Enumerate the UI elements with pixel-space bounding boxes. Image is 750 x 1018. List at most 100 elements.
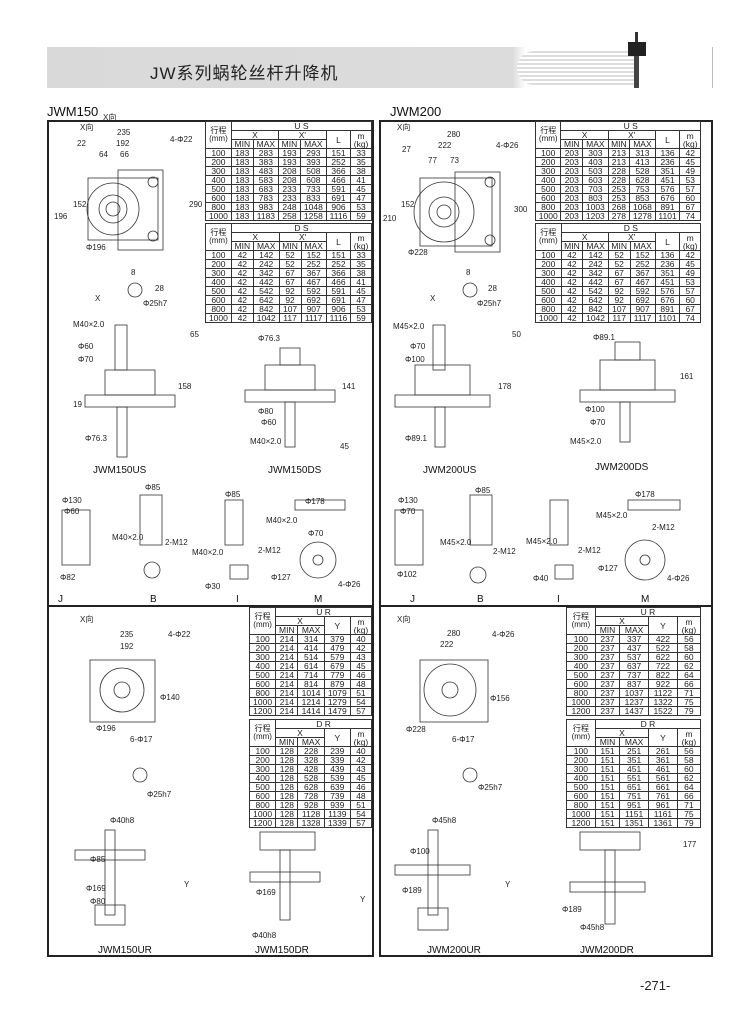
dim-label: 8 xyxy=(466,268,471,277)
table-cell: 1328 xyxy=(297,818,325,828)
dim-label: Φ45h8 xyxy=(580,923,605,932)
accessory-label-m: M xyxy=(314,594,323,605)
dim-label: 2-M12 xyxy=(578,546,601,555)
dim-label: M45×2.0 xyxy=(440,538,472,547)
dim-label: 64 xyxy=(99,150,108,159)
table-cell: 1117 xyxy=(629,313,656,323)
table-cell: 117 xyxy=(278,313,302,323)
dim-label: 177 xyxy=(683,840,697,849)
stroke-label: 行程 xyxy=(540,126,557,135)
dim-label: 222 xyxy=(440,640,454,649)
dim-label: 192 xyxy=(116,139,130,148)
dim-label: Φ228 xyxy=(406,725,426,734)
dim-label: 280 xyxy=(447,130,461,139)
stroke-unit: (mm) xyxy=(209,134,228,143)
dim-label: M40×2.0 xyxy=(250,437,282,446)
section-title-jwm150: JWM150 xyxy=(47,104,99,119)
mass-unit: (kg) xyxy=(681,736,697,747)
mass-header: m(kg) xyxy=(676,728,702,747)
banner-stripes xyxy=(517,51,637,85)
table-cell: 278 xyxy=(607,211,631,221)
table-cell: 1000 xyxy=(535,313,562,323)
dim-label: 152 xyxy=(401,200,415,209)
stroke-header: 行程(mm) xyxy=(205,223,232,251)
table-cell: 57 xyxy=(349,706,373,716)
x-prime-header: X' xyxy=(607,130,656,140)
dim-label: Φ89.1 xyxy=(593,333,615,342)
stroke-label: 行程 xyxy=(540,228,557,237)
mass-unit: (kg) xyxy=(353,240,369,251)
dim-label: 22 xyxy=(77,139,86,148)
jack-product-icon xyxy=(628,32,646,88)
dim-label: Φ178 xyxy=(305,497,325,506)
mass-label: m xyxy=(685,728,693,739)
table-header-row: 行程(mm)U S xyxy=(534,121,701,149)
stroke-header: 行程(mm) xyxy=(566,607,596,635)
dim-label: 4-Φ22 xyxy=(170,135,193,144)
dim-label: M45×2.0 xyxy=(570,437,602,446)
mass-header: m(kg) xyxy=(679,130,701,149)
table-cell: 1203 xyxy=(582,211,609,221)
mass-label: m xyxy=(686,130,694,141)
table-cell: 1101 xyxy=(654,313,681,323)
jwm200us-side xyxy=(394,324,491,448)
dim-label: 235 xyxy=(117,128,131,137)
stroke-unit: (mm) xyxy=(538,134,558,143)
dim-label: Φ196 xyxy=(86,243,106,252)
table-cell: 1479 xyxy=(323,706,351,716)
table-cell: 1361 xyxy=(648,818,678,828)
dim-label: Φ130 xyxy=(398,496,418,505)
dim-label: Φ85 xyxy=(145,483,161,492)
page-number: -271- xyxy=(640,978,671,993)
table-cell: 1183 xyxy=(252,211,280,221)
dim-label: 27 xyxy=(402,145,411,154)
table-cell: 237 xyxy=(594,706,621,716)
dim-label: 2-M12 xyxy=(165,538,188,547)
dim-label: Φ80 xyxy=(90,897,106,906)
dim-label: Φ60 xyxy=(64,507,80,516)
table-header-row: 行程(mm)D S xyxy=(205,223,373,251)
accessory-label-i: I xyxy=(236,594,239,605)
dim-label: 45 xyxy=(340,442,349,451)
table-cell: 1116 xyxy=(325,211,352,221)
dim-label: Φ70 xyxy=(590,418,606,427)
model-label: JWM150US xyxy=(93,465,147,476)
x-arrow-label: X xyxy=(430,294,436,303)
dim-label: 6-Φ17 xyxy=(452,735,475,744)
stroke-unit: (mm) xyxy=(253,732,272,741)
mass-header: m(kg) xyxy=(349,616,373,635)
model-label: JWM200UR xyxy=(427,945,481,956)
dim-label: M45×2.0 xyxy=(596,511,628,520)
y-header: Y xyxy=(323,728,351,747)
table-header-row: 行程(mm)D R xyxy=(566,719,702,747)
dim-label: 210 xyxy=(383,214,397,223)
mass-unit: (kg) xyxy=(353,624,369,635)
x-direction-label: X向 xyxy=(80,123,94,132)
table-type-header: U R xyxy=(275,607,372,617)
accessory-label-b: B xyxy=(477,594,484,605)
mass-label: m xyxy=(357,130,365,141)
table-cell: 1522 xyxy=(648,706,678,716)
dim-label: 2-M12 xyxy=(493,547,516,556)
mass-unit: (kg) xyxy=(681,624,697,635)
panel-jwm200-ur-dr xyxy=(379,605,713,957)
table-cell: 1200 xyxy=(248,818,277,828)
mass-unit: (kg) xyxy=(353,138,369,149)
table-cell: 1200 xyxy=(248,706,277,716)
dim-label: Φ156 xyxy=(490,694,510,703)
dim-label: M40×2.0 xyxy=(112,533,144,542)
dim-label: 4-Φ22 xyxy=(168,630,191,639)
